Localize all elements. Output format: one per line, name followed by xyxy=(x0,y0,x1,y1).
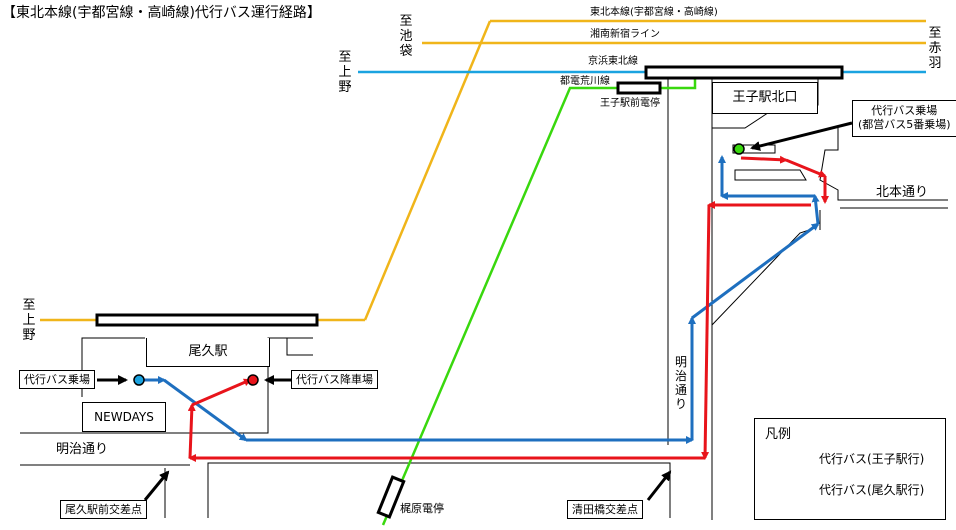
newdays-building: NEWDAYS xyxy=(82,402,166,432)
legend-title: 凡例 xyxy=(765,427,792,442)
map-title: 【東北本線(宇都宮線・高崎線)代行バス運行経路】 xyxy=(2,5,321,21)
oku-station-platform xyxy=(95,313,319,327)
legend: 凡例 代行バス(王子駅行) 代行バス(尾久駅行) xyxy=(754,418,946,520)
label-keihin-tohoku: 京浜東北線 xyxy=(588,56,638,67)
callout-oku-intersection: 尾久駅前交差点 xyxy=(60,500,147,519)
platforms xyxy=(95,65,844,519)
label-oji-ekimae-stop: 王子駅前電停 xyxy=(600,98,660,109)
direction-ueno-left: 至上野 xyxy=(22,298,36,343)
label-tohoku-line: 東北本線(宇都宮線・高崎線) xyxy=(590,7,718,18)
callout-alighting-oku: 代行バス降車場 xyxy=(291,370,378,389)
label-toden-arakawa: 都電荒川線 xyxy=(560,76,610,87)
callout-leaders xyxy=(97,121,853,501)
oji-ekimae-stop-platform xyxy=(616,81,662,95)
label-shonan-shinjuku: 湘南新宿ライン xyxy=(590,29,660,40)
street-outlines xyxy=(20,78,948,520)
oji-station-platform xyxy=(644,65,844,80)
direction-ueno-top: 至上野 xyxy=(338,50,352,95)
direction-ikebukuro: 至池袋 xyxy=(399,14,413,59)
oji-north-exit-label: 王子駅北口 xyxy=(732,90,798,105)
boarding-stop-oji xyxy=(733,143,745,155)
boarding-stop-oku xyxy=(133,374,145,386)
oji-north-exit-building: 王子駅北口 xyxy=(712,82,818,114)
oku-station-building: 尾久駅 xyxy=(146,338,270,367)
route-to-oku xyxy=(187,155,829,462)
newdays-label: NEWDAYS xyxy=(94,410,154,424)
road-meiji-dori-vertical: 明治通り xyxy=(674,355,687,411)
toden-arakawa-line-main xyxy=(381,86,618,526)
callout-boarding-oku: 代行バス乗場 xyxy=(19,370,95,389)
road-meiji-dori: 明治通り xyxy=(56,442,109,457)
kajiwara-stop-platform xyxy=(376,475,406,519)
callout-kiyota-intersection: 清田橋交差点 xyxy=(567,500,643,519)
route-to-oji xyxy=(141,155,820,444)
direction-akabane: 至赤羽 xyxy=(928,26,942,71)
legend-item-to-oku: 代行バス(尾久駅行) xyxy=(819,483,925,497)
oku-station-label: 尾久駅 xyxy=(188,344,228,359)
tohoku-main-line-diagonal xyxy=(363,20,492,321)
callout-boarding-oji: 代行バス乗場 (都営バス5番乗場) xyxy=(852,100,956,137)
legend-item-to-oji: 代行バス(王子駅行) xyxy=(819,452,925,466)
toden-arakawa-line xyxy=(660,78,697,90)
alighting-stop-oku xyxy=(247,374,259,386)
road-kitahon-dori: 北本通り xyxy=(876,185,929,200)
kajiwara-stop-label: 梶原電停 xyxy=(400,502,444,515)
